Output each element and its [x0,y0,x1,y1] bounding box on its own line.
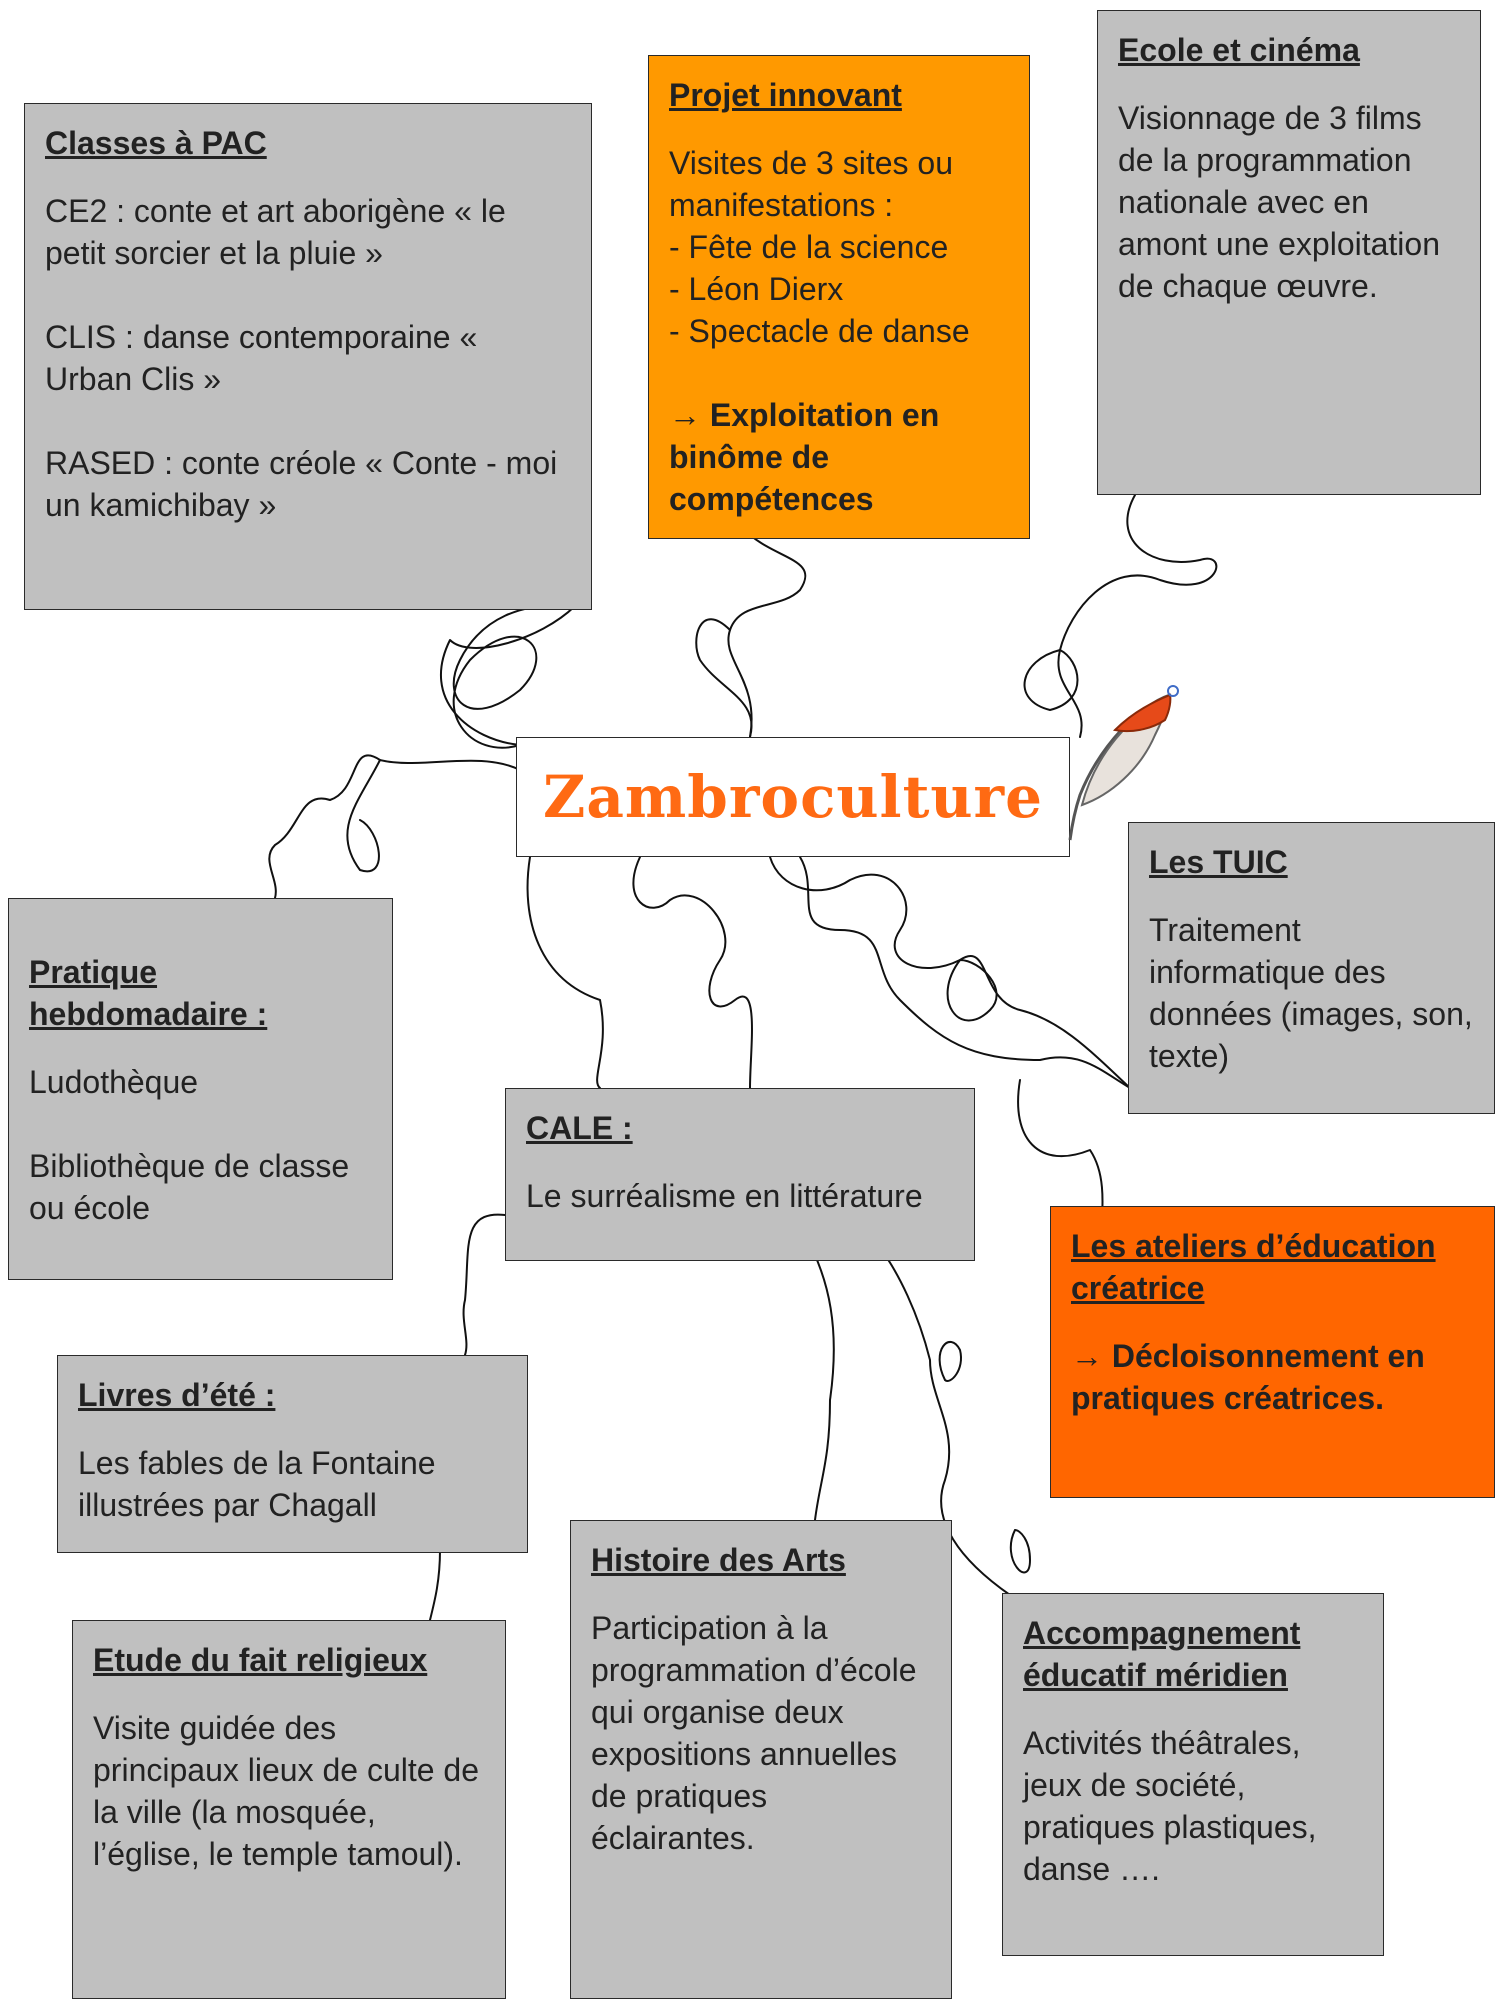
connector-pratique-loop [346,759,381,873]
box-title: Les TUIC [1149,844,1288,880]
box-title: Les ateliers d’éducation créatrice [1071,1228,1436,1306]
box-title: CALE : [526,1110,633,1146]
center-title-box: Zambroculture [516,737,1070,857]
box-livres-ete: Livres d’été : Les fables de la Fontaine… [57,1355,528,1553]
connector-meridien-loop2 [1009,1529,1031,1574]
quill-icon [1068,685,1179,841]
box-pratique-hebdomadaire: Pratique hebdomadaire : Ludothèque Bibli… [8,898,393,1280]
connector-tuic-2 [799,856,1131,1089]
connector-cale-2 [632,856,753,1089]
box-title: Accompagnement éducatif méridien [1023,1615,1301,1693]
box-text: Visionnage de 3 films de la programmatio… [1118,100,1440,304]
box-ecole-cinema: Ecole et cinéma Visionnage de 3 films de… [1097,10,1481,495]
box-text: Traitement informatique des données (ima… [1149,912,1473,1074]
pac-line: RASED : conte créole « Conte - moi un ka… [45,445,558,523]
pratique-line: Ludothèque [29,1064,199,1100]
connector-tuic [769,856,1131,1089]
box-histoire-arts: Histoire des Arts Participation à la pro… [570,1520,952,1999]
box-title: Ecole et cinéma [1118,32,1360,68]
connector-religieux [429,1549,441,1621]
box-title: Classes à PAC [45,125,267,161]
connector-pac [452,604,581,749]
box-conclusion: → Exploitation en binôme de compétences [669,397,940,517]
connector-meridien-loop [938,1341,962,1382]
box-accompagnement-meridien: Accompagnement éducatif méridien Activit… [1002,1593,1384,1956]
connector-meridien [869,1234,1011,1596]
box-classes-pac: Classes à PAC CE2 : conte et art aborigè… [24,103,592,610]
connector-pratique [268,754,521,899]
box-title: Histoire des Arts [591,1542,846,1578]
connector-cale [526,856,604,1089]
pac-line: CLIS : danse contemporaine « Urban Clis … [45,319,478,397]
center-title: Zambroculture [542,763,1044,831]
box-text: Visite guidée des principaux lieux de cu… [93,1710,480,1872]
box-title: Projet innovant [669,77,902,113]
connector-cinema [1057,494,1218,738]
connector-histoire [804,1234,835,1521]
box-text: Participation à la programmation d’école… [591,1610,917,1856]
box-title: Etude du fait religieux [93,1642,428,1678]
pac-line: CE2 : conte et art aborigène « le petit … [45,193,506,271]
connector-projet-loop [695,618,753,738]
box-tuic: Les TUIC Traitement informatique des don… [1128,822,1495,1114]
box-cale: CALE : Le surréalisme en littérature [505,1088,975,1261]
connector-livres [462,1213,506,1356]
connector-pac-upper [439,605,576,746]
box-projet-innovant: Projet innovant Visites de 3 sites ou ma… [648,55,1030,539]
box-ateliers-education: Les ateliers d’éducation créatrice → Déc… [1050,1206,1495,1498]
box-text: Activités théâtrales, jeux de société, p… [1023,1725,1317,1887]
connector-tuic-loop [946,959,998,1022]
box-conclusion: → Décloisonnement en pratiques créatrice… [1071,1338,1425,1416]
box-text: Visites de 3 sites ou manifestations : -… [669,145,970,349]
connector-projet [727,534,807,738]
box-text: Le surréalisme en littérature [526,1178,923,1214]
box-fait-religieux: Etude du fait religieux Visite guidée de… [72,1620,506,1999]
box-title: Pratique hebdomadaire : [29,954,268,1032]
box-text: Les fables de la Fontaine illustrées par… [78,1445,436,1523]
box-title: Livres d’été : [78,1377,276,1413]
pratique-line: Bibliothèque de classe ou école [29,1148,350,1226]
connector-cinema-loop [1023,649,1079,711]
